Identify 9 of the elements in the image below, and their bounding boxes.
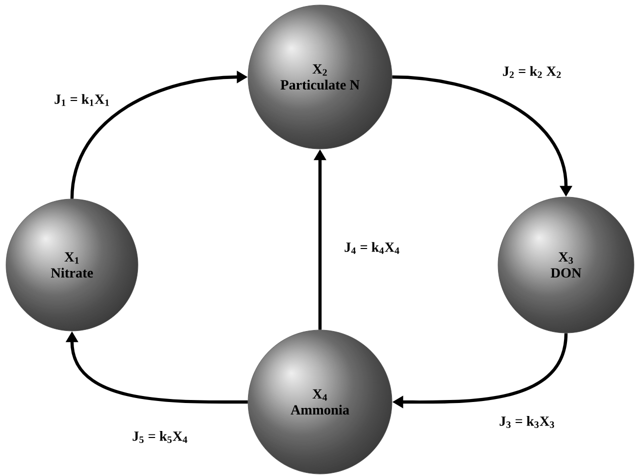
edge-label: J$_{2}$ = k$_{2}$ X$_{2}$ xyxy=(502,66,561,78)
edge-label: J$_{5}$ = k$_{5}$X$_{4}$ xyxy=(132,431,188,443)
edge-label: J$_{4}$ = k$_{4}$X$_{4}$ xyxy=(344,242,400,254)
edge-label: J$_{1}$ = k$_{1}$X$_{1}$ xyxy=(54,94,109,106)
sphere-node: X$_{4}$ Ammonia xyxy=(248,330,392,474)
sphere-node: X$_{2}$ Particulate N xyxy=(248,4,392,150)
sphere-node: X$_{1}$ Nitrate xyxy=(6,198,138,332)
sphere-node: X$_{3}$ DON xyxy=(498,196,634,334)
edge-label: J$_{3}$ = k$_{3}$X$_{3}$ xyxy=(500,416,554,428)
